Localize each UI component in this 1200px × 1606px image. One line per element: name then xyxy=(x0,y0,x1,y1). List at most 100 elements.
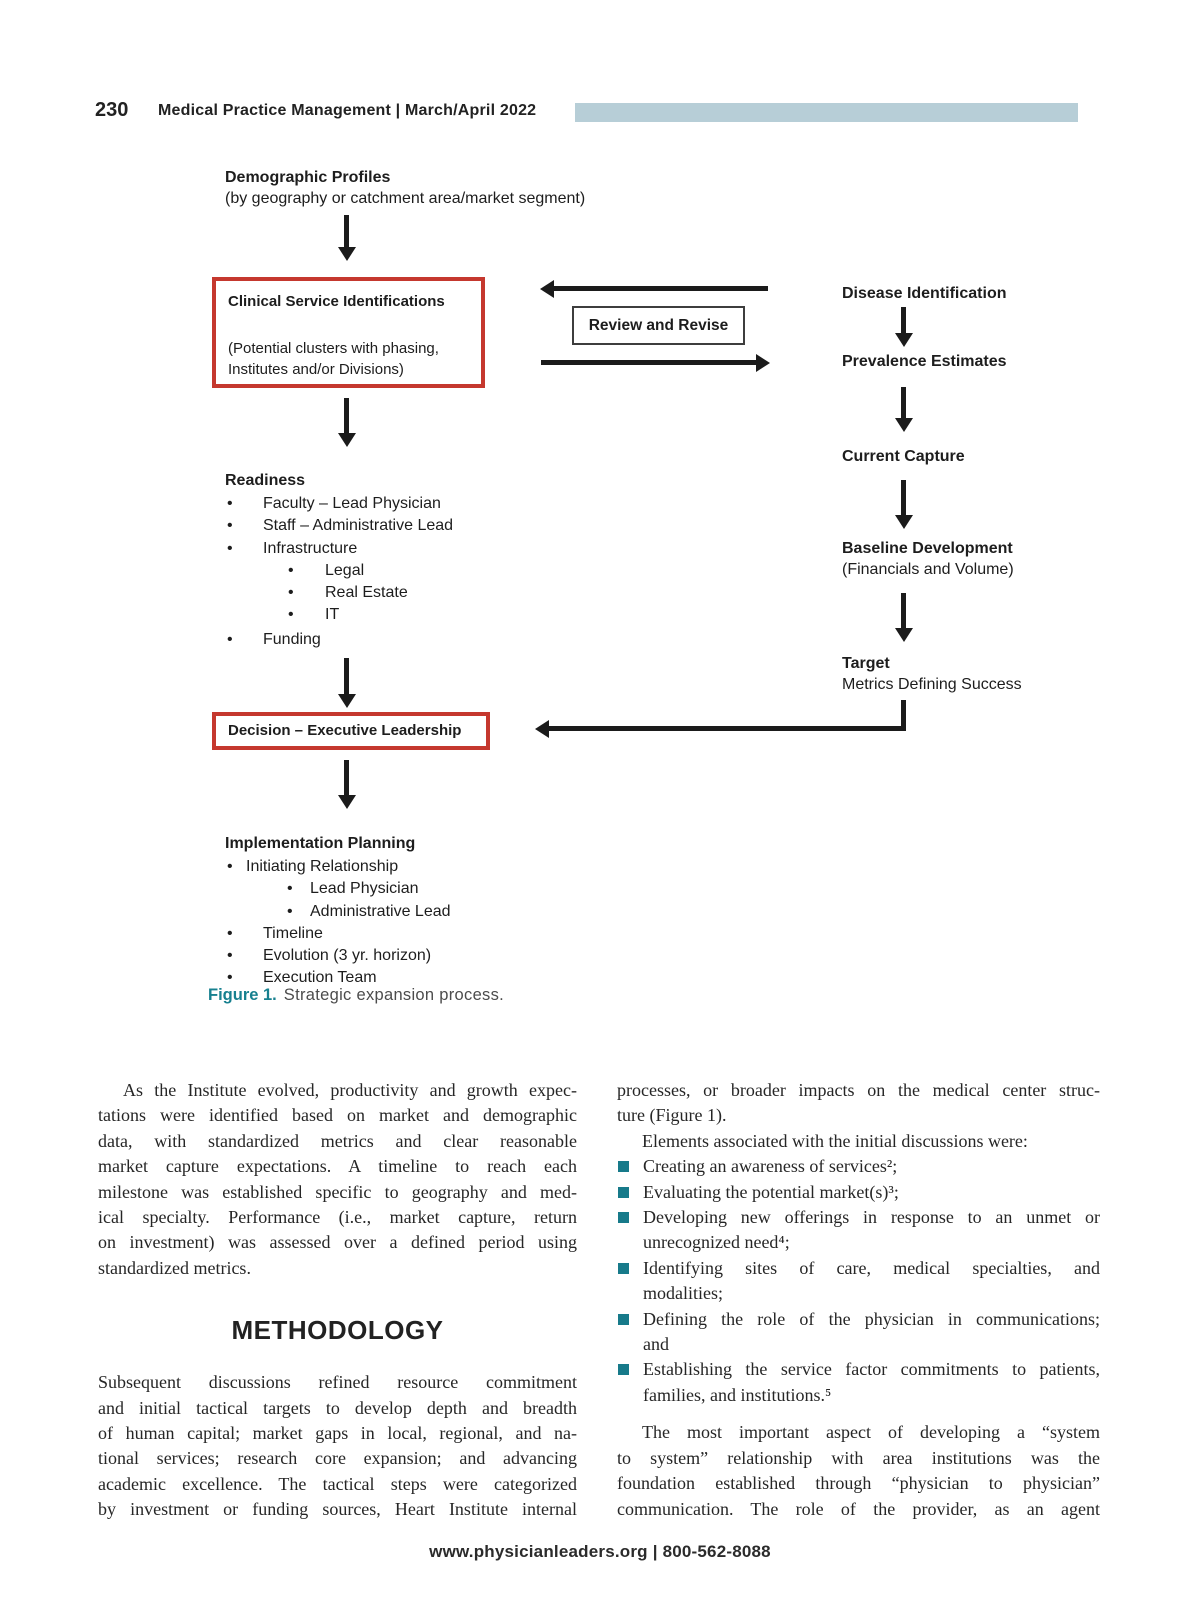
text-line: ical specialty. Performance (i.e., marke… xyxy=(98,1207,577,1228)
list-item-label: Legal xyxy=(325,561,365,579)
bullet-dot: • xyxy=(287,902,293,920)
bullet-dot: • xyxy=(288,584,294,602)
list-item-label: Funding xyxy=(263,630,321,648)
bullet-item: Establishing the service factor commitme… xyxy=(617,1357,1100,1408)
bullet-dot: • xyxy=(227,539,233,557)
list-item-label: Administrative Lead xyxy=(310,902,451,920)
node-prevalence-estimates: Prevalence Estimates xyxy=(842,353,1007,370)
text-line: foundation established through “physicia… xyxy=(617,1473,1100,1494)
node-review-and-revise: Review and Revise xyxy=(572,306,745,345)
bullet-dot: • xyxy=(227,924,233,942)
page-number: 230 xyxy=(95,99,129,121)
header-bar xyxy=(575,103,1078,122)
bullet-item: Defining the role of the physician in co… xyxy=(617,1307,1100,1358)
list-item: • Initiating Relationship xyxy=(225,856,525,878)
figure-caption: Figure 1. Strategic expansion process. xyxy=(208,986,504,1005)
arrow-clinical-to-readiness xyxy=(337,398,356,447)
bullet-dot: • xyxy=(227,858,233,875)
text-line: data, with standardized metrics and clea… xyxy=(98,1130,577,1151)
arrow-disease-to-prevalence xyxy=(894,307,913,347)
arrow-target-to-decision xyxy=(535,719,906,738)
list-item: •Timeline xyxy=(225,923,525,945)
square-bullet-icon xyxy=(618,1186,629,1198)
list-item: • Funding xyxy=(225,629,525,651)
text-line: The most important aspect of developing … xyxy=(642,1422,1100,1443)
text-line: Identifying sites of care, medical speci… xyxy=(643,1257,1100,1278)
list-item: • Execution Team xyxy=(225,967,525,989)
bullet-dot: • xyxy=(287,880,293,898)
text-line: Establishing the service factor commitme… xyxy=(643,1359,1100,1380)
list-item-label: Faculty – Lead Physician xyxy=(263,495,441,512)
text-line: unrecognized need⁴; xyxy=(643,1232,790,1253)
text-line: by investment or funding sources, Heart … xyxy=(98,1499,577,1520)
text-line: and xyxy=(643,1334,669,1355)
text-line: of human capital; market gaps in local, … xyxy=(98,1423,577,1444)
arrow-prevalence-to-capture xyxy=(894,387,913,432)
text-line: processes, or broader impacts on the med… xyxy=(617,1080,1100,1100)
bullet-item: Developing new offerings in response to … xyxy=(617,1205,1100,1256)
list-item-label: Infrastructure xyxy=(263,539,358,557)
list-item: • Real Estate xyxy=(225,582,525,604)
node-label: Decision – Executive Leadership xyxy=(228,722,462,739)
text-line: modalities; xyxy=(643,1283,723,1304)
connector-target-vertical xyxy=(901,700,906,728)
bullet-item: Creating an awareness of services²; xyxy=(617,1154,1100,1179)
square-bullet-icon xyxy=(618,1161,629,1173)
node-title: Baseline Development xyxy=(842,540,1013,557)
list-item-label: Initiating Relationship xyxy=(246,858,399,875)
list-item: •Evolution (3 yr. horizon) xyxy=(225,945,525,967)
text-line: Subsequent discussions refined resource … xyxy=(98,1372,577,1393)
text-line: As the Institute evolved, productivity a… xyxy=(123,1080,577,1100)
journal-title: Medical Practice Management | March/Apri… xyxy=(158,102,537,119)
node-subtitle: Metrics Defining Success xyxy=(842,676,1022,693)
figure-caption-label: Figure 1. xyxy=(208,986,277,1004)
text-line: Evaluating the potential market(s)³; xyxy=(643,1181,899,1202)
article-right-column: processes, or broader impacts on the med… xyxy=(617,1078,1100,1522)
list-item: • Infrastructure xyxy=(225,538,525,560)
text-line: standardized metrics. xyxy=(98,1257,251,1278)
node-title: Clinical Service Identifications xyxy=(228,293,445,310)
arrow-review-to-clinical xyxy=(540,279,768,298)
methodology-heading: METHODOLOGY xyxy=(231,1315,444,1346)
figure-caption-text: Strategic expansion process. xyxy=(283,986,505,1004)
arrow-demographic-to-clinical xyxy=(337,215,356,261)
node-readiness: Readiness • Faculty – Lead Physician •Sta… xyxy=(225,470,525,651)
node-title: Target xyxy=(842,655,890,672)
node-baseline-development: Baseline Development (Financials and Vol… xyxy=(842,538,1014,580)
square-bullet-icon xyxy=(618,1364,629,1376)
node-subtitle: (Financials and Volume) xyxy=(842,561,1014,578)
list-item-label: Evolution (3 yr. horizon) xyxy=(263,947,432,965)
square-bullet-icon xyxy=(618,1212,629,1224)
node-line: (Potential clusters with phasing, xyxy=(228,340,439,357)
article-left-column: As the Institute evolved, productivity a… xyxy=(98,1078,577,1523)
list-item: • Legal xyxy=(225,560,525,582)
list-item: • Faculty – Lead Physician xyxy=(225,493,525,515)
node-title: Readiness xyxy=(225,472,306,489)
list-item: •Staff – Administrative Lead xyxy=(225,515,525,537)
bullet-dot: • xyxy=(227,517,233,535)
node-demographic-profiles: Demographic Profiles (by geography or ca… xyxy=(225,167,585,209)
node-implementation-planning: Implementation Planning •Initiating Rela… xyxy=(225,833,525,990)
list-item-label: IT xyxy=(325,606,340,624)
bullet-dot: • xyxy=(288,561,294,579)
node-current-capture: Current Capture xyxy=(842,448,965,465)
square-bullet-icon xyxy=(618,1313,629,1325)
list-item-label: Execution Team xyxy=(263,969,377,987)
text-line: tional services; research core expansion… xyxy=(98,1448,577,1469)
node-label: Review and Revise xyxy=(588,316,729,334)
node-target: Target Metrics Defining Success xyxy=(842,653,1022,695)
node-line: Institutes and/or Divisions) xyxy=(228,361,404,378)
bullet-dot: • xyxy=(227,630,233,648)
bullet-dot: • xyxy=(227,495,233,512)
text-line: Elements associated with the initial dis… xyxy=(642,1130,1028,1151)
arrow-clinical-to-right-chain xyxy=(541,353,770,372)
page-footer: www.physicianleaders.org | 800-562-8088 xyxy=(429,1542,771,1561)
arrow-baseline-to-target xyxy=(894,593,913,642)
text-line: academic excellence. The tactical steps … xyxy=(98,1473,577,1494)
text-line: market capture expectations. A timeline … xyxy=(98,1156,577,1177)
list-item-label: Real Estate xyxy=(325,584,408,602)
text-line: Developing new offerings in response to … xyxy=(643,1207,1100,1228)
bullet-dot: • xyxy=(227,969,233,987)
list-item: • Administrative Lead xyxy=(225,901,525,923)
